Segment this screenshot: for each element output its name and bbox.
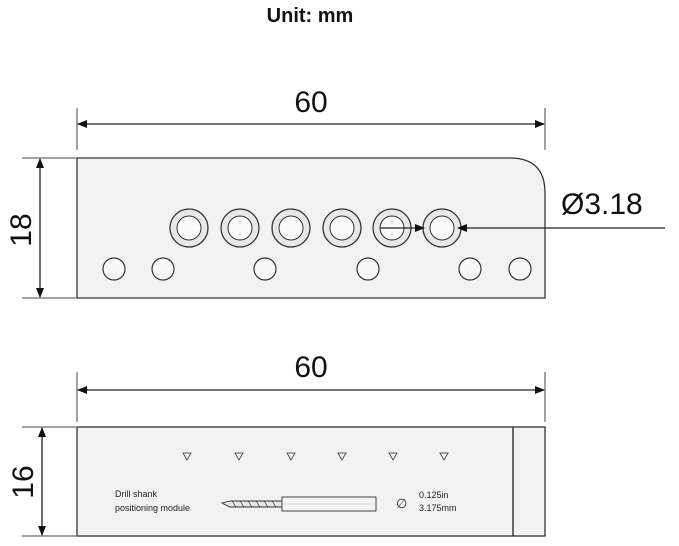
side-height-label: 16: [7, 465, 40, 498]
hole-diameter-label: Ø3.18: [561, 188, 643, 221]
top-height-label: 18: [5, 213, 38, 246]
large-hole-inner: [176, 215, 202, 241]
small-hole: [253, 257, 277, 281]
size-millimeters: 3.175mm: [419, 503, 457, 513]
small-hole: [356, 257, 380, 281]
triangle-marker-icon: [182, 452, 192, 462]
small-hole: [151, 257, 175, 281]
unit-title: Unit: mm: [267, 5, 354, 27]
large-hole-inner: [227, 215, 253, 241]
small-holes: [102, 257, 532, 281]
small-hole: [102, 257, 126, 281]
top-view: 60 18: [5, 86, 665, 299]
large-holes: [169, 208, 462, 248]
position-markers: [182, 452, 449, 462]
large-hole-inner: [429, 215, 455, 241]
diameter-symbol: ∅: [396, 497, 407, 512]
size-inches: 0.125in: [419, 490, 449, 500]
triangle-marker-icon: [388, 452, 398, 462]
module-label-line1: Drill shank: [115, 489, 158, 499]
top-plate-outline: [76, 157, 546, 299]
small-hole: [458, 257, 482, 281]
module-label-line2: positioning module: [115, 503, 190, 513]
side-width-label: 60: [294, 351, 327, 384]
large-hole-inner: [278, 215, 304, 241]
triangle-marker-icon: [337, 452, 347, 462]
drill-bit-icon: [220, 496, 377, 512]
top-width-label: 60: [294, 86, 327, 119]
small-hole: [508, 257, 532, 281]
triangle-marker-icon: [439, 452, 449, 462]
side-plate-outline: [76, 426, 546, 537]
triangle-marker-icon: [234, 452, 244, 462]
large-hole-inner: [329, 215, 355, 241]
triangle-marker-icon: [286, 452, 296, 462]
side-view: 60 16 Drill shank positioning module: [7, 351, 546, 537]
